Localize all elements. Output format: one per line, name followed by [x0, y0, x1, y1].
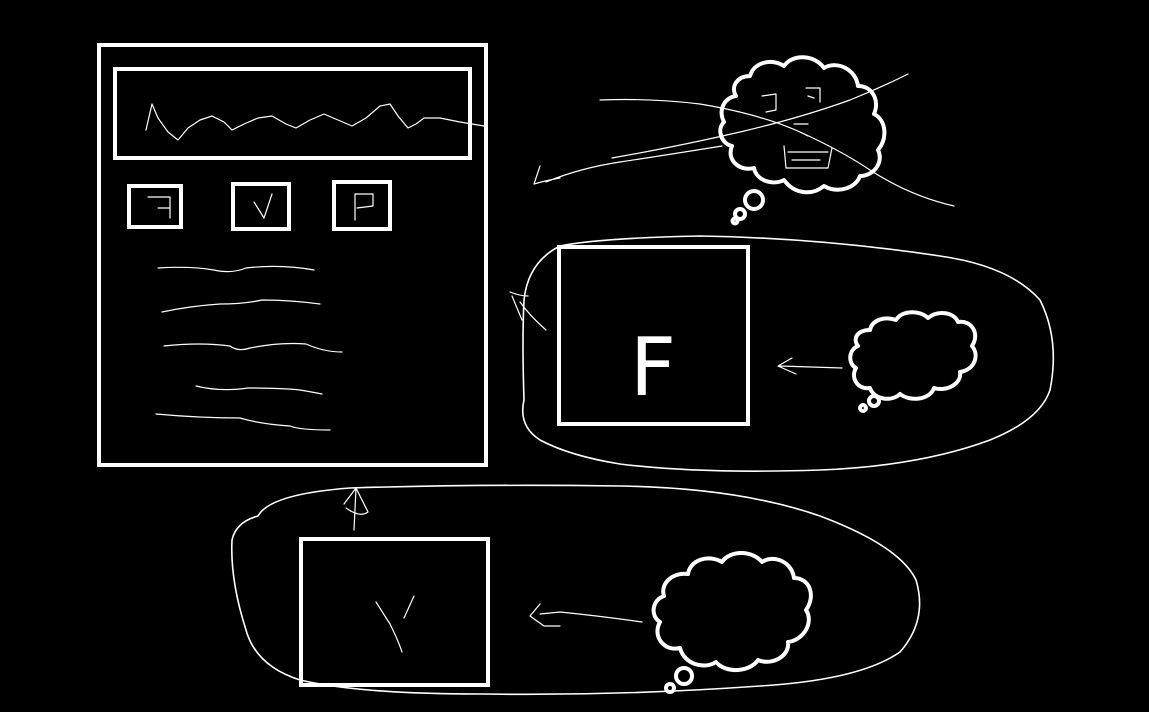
arrow-icon — [343, 487, 369, 531]
handwritten-mark-icon — [354, 193, 374, 221]
header-box — [113, 67, 472, 160]
v-detail-group — [230, 484, 921, 696]
arrow-icon — [509, 291, 547, 331]
main-screen-panel — [97, 43, 488, 467]
f-detail-panel — [557, 245, 750, 426]
v-detail-blob-outline — [230, 484, 921, 696]
cross-out-stroke-2 — [611, 73, 909, 159]
cloud-bubble-large — [743, 189, 765, 211]
f-detail-blob-outline — [521, 235, 1055, 472]
cloud-bubble-medium — [733, 207, 747, 221]
tab-box-1 — [127, 184, 183, 229]
handwritten-mark-icon — [761, 87, 821, 113]
cloud-bubble-medium — [867, 394, 881, 408]
text-line-1 — [157, 265, 315, 273]
tab-box-2 — [231, 182, 291, 231]
cloud-bubble-small — [730, 216, 740, 226]
arrow-icon — [529, 603, 643, 627]
f-detail-group: F — [509, 235, 1055, 472]
cloud-icon — [848, 310, 978, 401]
cloud-bubble-small — [858, 403, 868, 413]
handwritten-mark-icon — [147, 196, 171, 219]
handwritten-mark-icon — [783, 123, 833, 169]
handwritten-mark-icon — [375, 595, 415, 653]
arrow-icon — [533, 145, 723, 185]
text-line-2 — [161, 299, 321, 313]
cloud-bubble-small — [664, 682, 676, 694]
text-line-5 — [155, 413, 331, 431]
arrow-icon — [777, 357, 843, 375]
text-line-3 — [163, 342, 343, 353]
text-line-4 — [195, 385, 323, 395]
cloud-icon — [651, 551, 813, 672]
f-detail-label: F — [630, 321, 676, 414]
handwritten-mark-icon — [253, 193, 273, 219]
cross-out-stroke-1 — [599, 98, 955, 207]
top-cloud-group — [533, 55, 955, 226]
v-detail-panel — [299, 537, 490, 687]
cloud-icon — [718, 55, 887, 195]
cloud-bubble-large — [674, 666, 694, 686]
tab-box-3 — [332, 180, 392, 231]
header-squiggle-icon — [145, 103, 485, 141]
main-screen-frame — [97, 43, 488, 467]
